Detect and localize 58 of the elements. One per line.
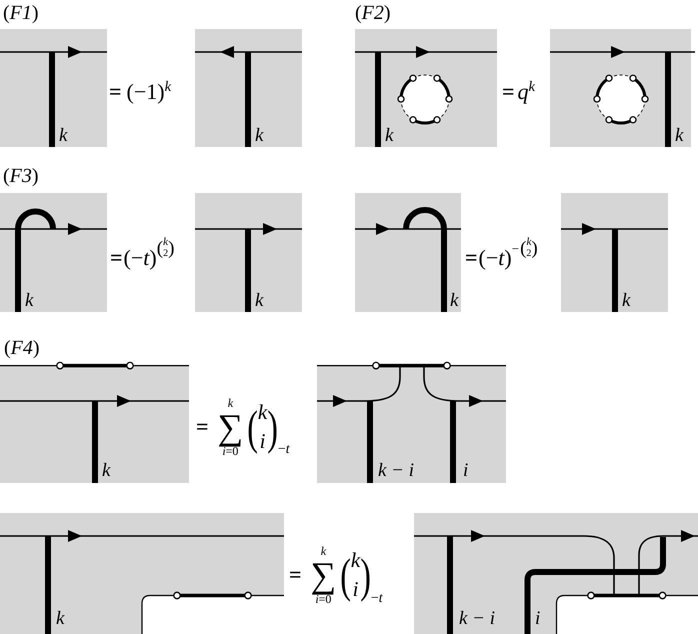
strand-label: k	[385, 126, 394, 145]
formula-tag: (F1)	[3, 3, 39, 23]
parenthesis: )	[360, 551, 371, 599]
minus-sign: −	[512, 242, 520, 254]
parenthesis: )	[531, 238, 538, 258]
equals-sign: =	[196, 416, 209, 438]
equals-sign: =	[109, 81, 122, 103]
diagram-panel	[195, 193, 302, 312]
diagram-panel	[561, 193, 668, 312]
strand-label: k	[56, 609, 64, 628]
strand-label: k − i	[459, 609, 496, 628]
strand-label: k	[622, 291, 630, 310]
formula-tag: (F4)	[4, 338, 40, 358]
summation-limit: k	[320, 544, 326, 557]
strand-label: k	[675, 126, 684, 145]
binomial-entry: 2	[526, 249, 532, 259]
formula-tag: (F3)	[3, 166, 39, 186]
parenthesis: (	[156, 238, 164, 258]
strand-label: k − i	[378, 461, 414, 480]
math-expression: (−t)	[124, 247, 157, 269]
diagram-panel	[414, 513, 698, 634]
diagram-panel	[0, 193, 107, 312]
binomial-entry: k	[350, 550, 360, 571]
diagram-panel	[355, 193, 461, 312]
strand-label: k	[25, 291, 34, 310]
binomial-entry: k	[258, 402, 268, 423]
strand-label: k	[255, 291, 264, 310]
strand-label: k	[255, 126, 264, 145]
strand-label: i	[463, 461, 468, 480]
equals-sign: =	[289, 564, 302, 586]
diagram-panel	[0, 29, 107, 147]
strand-label: k	[450, 291, 458, 310]
formula-tag: (F2)	[355, 3, 391, 23]
binomial-entry: i	[352, 579, 358, 600]
strand-label: k	[59, 126, 68, 145]
subscript-text: −t	[370, 592, 383, 606]
parenthesis: (	[247, 403, 258, 451]
equals-sign: =	[502, 81, 515, 103]
binomial-entry: i	[260, 431, 266, 452]
subscript-text: −t	[278, 443, 290, 457]
math-expression: (−t)	[478, 247, 512, 269]
binomial-entry: k	[163, 237, 168, 248]
binomial-entry: 2	[163, 249, 168, 259]
equals-sign: =	[465, 247, 478, 269]
parenthesis: )	[267, 403, 278, 451]
diagram-panel	[0, 513, 284, 634]
equals-sign: =	[110, 247, 123, 269]
parenthesis: )	[168, 238, 174, 258]
diagram-panel	[355, 29, 497, 147]
math-expression: q$^{k}$	[518, 81, 535, 103]
summation-limit: k	[228, 396, 234, 409]
diagram-panel	[195, 29, 302, 147]
strand-label: i	[535, 609, 540, 628]
math-expression: (−1)$^{k}$	[126, 81, 172, 103]
parenthesis: (	[340, 551, 351, 599]
parenthesis: (	[520, 238, 526, 258]
strand-label: k	[102, 461, 110, 480]
binomial-entry: k	[526, 237, 532, 248]
